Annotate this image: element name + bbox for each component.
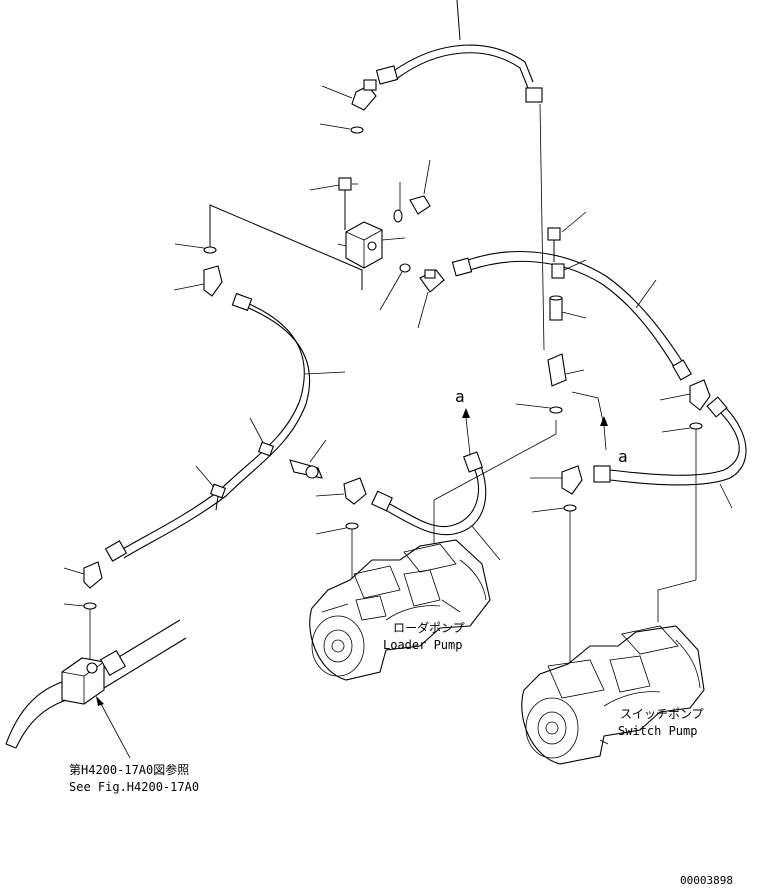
manifold-block [337,221,406,269]
o-ring [63,602,97,660]
loader-pump-label-en: Loader Pump [383,638,462,652]
leader-line [539,103,545,351]
elbow-fitting [173,265,223,297]
top-hose [375,0,543,103]
elbow-fitting [659,379,711,411]
switch-pump-label-jp: スイッチポンプ [620,707,704,721]
switch-pump-label-en: Switch Pump [618,724,697,738]
view-arrow-a [571,391,608,451]
o-ring [531,504,577,668]
bolt [309,177,358,230]
o-ring [315,522,359,600]
elbow-fitting [63,561,103,589]
adapter-fitting [409,159,431,215]
view-arrow-a [462,408,471,455]
right-upper-hose [451,250,692,381]
see-fig-label-en: See Fig.H4200-17A0 [69,780,199,794]
switch-pump [521,625,705,765]
right-lower-hose [593,396,747,509]
o-ring [379,263,411,311]
view-a-label-right: a [618,447,628,466]
drawing-number: 00003898 [680,874,733,887]
hose-clamp [209,441,275,511]
o-ring [174,243,217,254]
connection-block [5,619,187,749]
mounting-bracket-outline [209,204,363,290]
reference-arrow [96,696,131,759]
elbow-fitting [321,79,377,111]
leader-line [657,579,697,622]
spacer-collar [549,295,587,321]
center-hose [371,420,557,561]
left-hose [104,292,346,562]
loader-pump-label-jp: ローダポンプ [393,620,465,635]
o-ring [393,182,403,223]
bolt [547,211,587,262]
elbow-fitting [530,465,583,495]
bolt [289,439,327,479]
o-ring [515,403,563,414]
loader-pump [309,539,491,681]
elbow-fitting [315,477,367,505]
tee-fitting [547,353,585,387]
o-ring [319,123,364,134]
see-fig-label-jp: 第H4200-17A0図参照 [69,762,189,777]
o-ring [661,422,703,580]
hose-clamp [551,259,587,279]
view-a-label-left: a [455,387,465,406]
tee-fitting [417,269,445,329]
